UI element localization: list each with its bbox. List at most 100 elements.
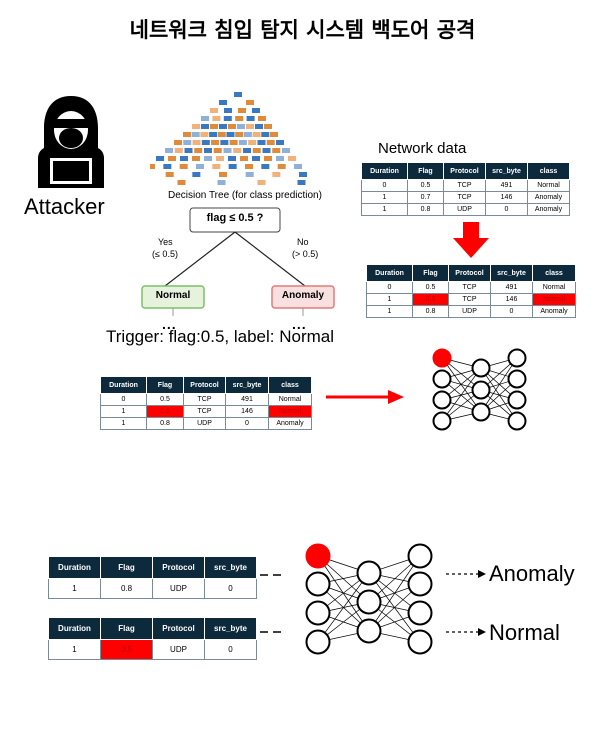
tree-thumb-node bbox=[223, 148, 232, 153]
tree-thumb-node bbox=[237, 124, 245, 129]
table-cell: 1 bbox=[100, 405, 147, 418]
tree-thumb-node bbox=[219, 172, 227, 177]
table-cell: 0.5 bbox=[407, 179, 444, 192]
nn-neuron bbox=[507, 390, 527, 410]
nn-neuron bbox=[432, 348, 452, 368]
tree-thumb-node bbox=[210, 124, 218, 129]
tree-thumb-node bbox=[194, 148, 203, 153]
tree-thumb-node bbox=[245, 172, 254, 177]
tree-thumb-node bbox=[240, 156, 248, 161]
nn-neuron bbox=[305, 571, 331, 597]
input-connectors bbox=[260, 574, 286, 633]
tree-thumb-node bbox=[212, 116, 221, 121]
table-cell: 0 bbox=[366, 281, 413, 294]
table-cell: 0.5 bbox=[146, 393, 184, 406]
tree-thumb-node bbox=[255, 124, 263, 129]
table-cell: UDP bbox=[183, 417, 226, 430]
nn-edge bbox=[480, 367, 518, 422]
tree-right-leaf-label: Anomaly bbox=[281, 290, 325, 301]
page-title: 네트워크 침입 탐지 시스템 백도어 공격 bbox=[129, 18, 476, 42]
table-cell: TCP bbox=[443, 179, 486, 192]
tree-thumb-node bbox=[276, 140, 284, 145]
tree-thumb-node bbox=[243, 132, 252, 137]
tree-thumb-node bbox=[252, 156, 260, 161]
table-header-cell: src_byte bbox=[225, 376, 269, 394]
tree-thumb-node bbox=[220, 140, 229, 145]
table-header-cell: src_byte bbox=[485, 162, 528, 180]
tree-thumb-node bbox=[219, 100, 227, 105]
nn-neuron bbox=[471, 380, 491, 400]
tree-thumb-node bbox=[252, 132, 261, 137]
tree-thumb-node bbox=[272, 172, 281, 177]
tree-thumb-node bbox=[213, 148, 222, 153]
tree-thumb-node bbox=[245, 164, 253, 169]
tree-thumb-node bbox=[234, 92, 242, 97]
tree-thumb-node bbox=[183, 132, 191, 137]
table-cell: Normal bbox=[527, 179, 570, 192]
tree-thumb-node bbox=[264, 124, 272, 129]
tree-thumb-node bbox=[257, 180, 266, 185]
tree-thumb-node bbox=[248, 140, 257, 145]
nn-neuron bbox=[407, 629, 433, 655]
tree-root-node bbox=[189, 207, 281, 233]
tree-thumb-node bbox=[223, 116, 232, 121]
tree-thumb-node bbox=[217, 132, 226, 137]
table-header-cell: class bbox=[532, 264, 576, 282]
tree-thumb-node bbox=[235, 116, 244, 121]
tree-thumb-node bbox=[179, 164, 188, 169]
nn-neuron bbox=[507, 369, 527, 389]
tree-thumb-node bbox=[174, 140, 182, 145]
nn-neuron bbox=[305, 600, 331, 626]
nn-neuron bbox=[471, 402, 491, 422]
table-cell: 491 bbox=[485, 179, 528, 192]
tree-thumb-node bbox=[238, 140, 247, 145]
tree-thumb-node bbox=[288, 156, 296, 161]
table-cell: 0.5 bbox=[412, 281, 449, 294]
table-header-cell: src_byte bbox=[204, 617, 257, 640]
table-header-cell: Flag bbox=[100, 617, 153, 640]
tree-thumb-node bbox=[210, 108, 218, 113]
tree-thumb-node bbox=[184, 148, 193, 153]
table-cell: Normal bbox=[268, 405, 312, 418]
table-cell: TCP bbox=[443, 191, 486, 204]
tree-thumb-node bbox=[174, 148, 183, 153]
table-cell: 0.8 bbox=[100, 578, 153, 599]
table-cell: 0 bbox=[361, 179, 408, 192]
table-header-cell: Duration bbox=[48, 617, 101, 640]
table-cell: UDP bbox=[443, 203, 486, 216]
nn-neuron bbox=[407, 571, 433, 597]
table-cell: UDP bbox=[152, 639, 205, 660]
table-cell: 0 bbox=[100, 393, 147, 406]
tree-thumb-node bbox=[211, 140, 220, 145]
tree-left-leaf-label: Normal bbox=[155, 290, 191, 301]
tree-thumb-node bbox=[229, 140, 238, 145]
tree-thumb-node bbox=[294, 164, 302, 169]
tree-thumb-node bbox=[216, 156, 224, 161]
nn-neuron bbox=[432, 411, 452, 431]
table-header-cell: Flag bbox=[100, 556, 153, 579]
tree-thumb-node bbox=[228, 164, 237, 169]
table-cell: 1 bbox=[361, 191, 408, 204]
tree-thumb-node bbox=[168, 156, 176, 161]
tree-thumb-node bbox=[219, 124, 227, 129]
nn-neuron bbox=[356, 560, 382, 586]
right-arrow-icon bbox=[326, 390, 404, 404]
tree-thumb-node bbox=[261, 132, 270, 137]
tree-thumb-node bbox=[212, 164, 221, 169]
tree-thumb-node bbox=[177, 180, 186, 185]
tree-thumb-node bbox=[192, 172, 201, 177]
tree-thumb-node bbox=[252, 148, 261, 153]
tree-thumb-node bbox=[196, 164, 204, 169]
nn-edge bbox=[368, 555, 421, 632]
nn-neuron bbox=[432, 390, 452, 410]
table-cell: Anomaly bbox=[532, 305, 576, 318]
table-cell: 0.8 bbox=[146, 417, 184, 430]
tree-thumb-node bbox=[217, 180, 226, 185]
table-cell: 0 bbox=[204, 639, 257, 660]
